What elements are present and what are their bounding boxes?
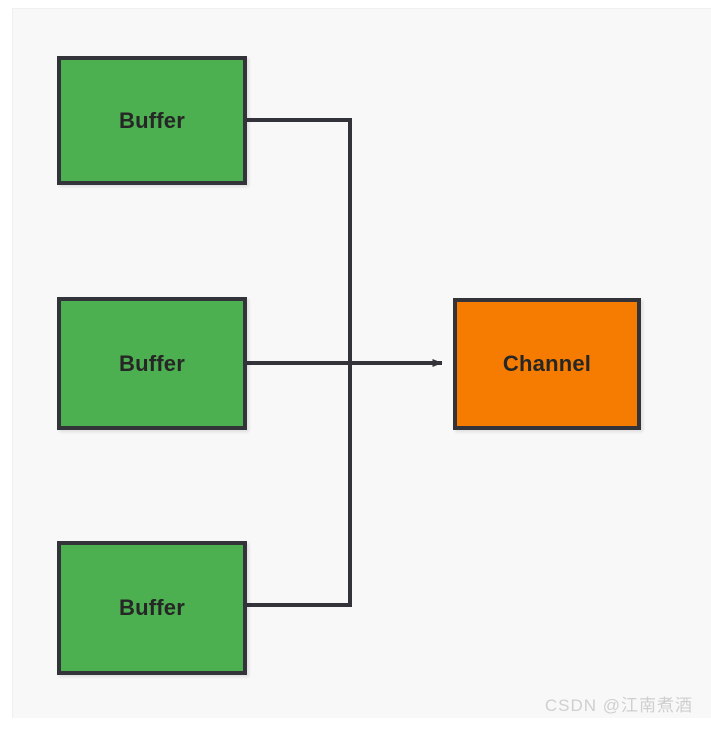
node-channel[interactable]: Channel: [453, 298, 641, 430]
node-label: Buffer: [119, 350, 185, 376]
node-buffer-3[interactable]: Buffer: [57, 541, 247, 675]
connector-buffer-1: [247, 118, 352, 363]
connector-buffer-3: [247, 363, 352, 607]
node-buffer-1[interactable]: Buffer: [57, 56, 247, 185]
node-label: Channel: [502, 351, 592, 376]
node-label: Buffer: [119, 595, 185, 620]
node-label: Buffer: [119, 107, 185, 133]
watermark-text: CSDN @江南煮酒: [544, 696, 693, 715]
node-buffer-2[interactable]: Buffer: [57, 297, 247, 430]
